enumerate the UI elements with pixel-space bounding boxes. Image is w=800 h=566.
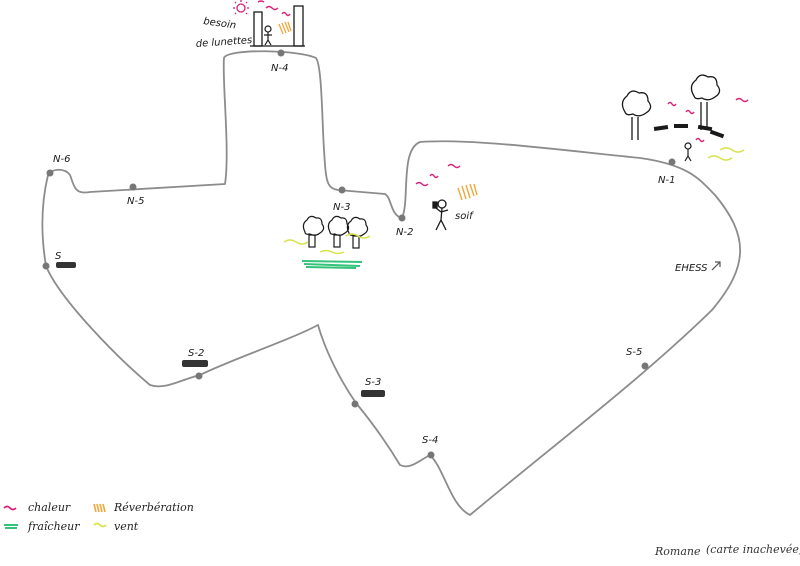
stop-n6-dot	[46, 169, 54, 177]
scribble-s3	[361, 390, 385, 397]
wind-marks-n3	[283, 233, 371, 255]
stop-s2-label: S-2	[188, 348, 204, 359]
scribble-s1	[56, 262, 76, 268]
stop-n4-dot	[277, 49, 285, 57]
legend-reverb-label: Réverbération	[113, 501, 194, 514]
sun-icon	[233, 0, 249, 15]
stop-n4-label: N-4	[271, 63, 288, 74]
stop-n1-dot	[668, 158, 676, 166]
stop-s5-label: S-5	[626, 347, 642, 358]
stop-n3-dot	[338, 186, 346, 194]
benches-icon	[653, 124, 725, 139]
legend-heat-swatch	[3, 505, 17, 511]
heat-marks-n2	[415, 163, 461, 187]
stop-n2-dot	[398, 214, 406, 222]
stop-n3-label: N-3	[333, 202, 350, 213]
stop-dots	[42, 49, 676, 459]
buildings-icon	[250, 5, 305, 47]
reverb-marks-n2	[457, 183, 478, 201]
legend-reverb-swatch	[93, 503, 106, 513]
legend-wind-label: vent	[114, 520, 139, 533]
heat-marks-n4	[257, 0, 291, 17]
stop-s1-dot	[42, 262, 50, 270]
legend-wind-swatch	[93, 522, 107, 528]
stop-s3-label: S-3	[365, 377, 381, 388]
besoin-line1: besoin	[203, 16, 237, 31]
route-path	[41, 50, 742, 516]
stop-s5-dot	[641, 362, 649, 370]
stop-n5-label: N-5	[127, 196, 144, 207]
legend: chaleur Réverbération fraîcheur vent	[3, 501, 194, 533]
thirsty-person-icon	[432, 199, 449, 231]
stop-n1-label: N-1	[658, 175, 675, 186]
wind-marks-n1	[707, 147, 745, 161]
stop-s4-dot	[427, 451, 435, 459]
legend-fresh-label: fraîcheur	[27, 520, 80, 533]
signature-note: (carte inachevée)	[706, 543, 800, 556]
reverb-marks-n4	[278, 21, 292, 35]
stop-n6-label: N-6	[53, 154, 70, 165]
stop-s1-label: S	[55, 251, 62, 262]
legend-fresh-swatch	[4, 524, 18, 529]
legend-heat-label: chaleur	[28, 501, 71, 514]
stop-n5-dot	[129, 183, 137, 191]
signature-name: Romane	[654, 545, 701, 558]
besoin-line2: de lunettes	[195, 35, 252, 50]
stop-s3-dot	[351, 400, 359, 408]
person-icon	[264, 25, 272, 46]
big-trees-icon	[621, 74, 721, 140]
stop-s4-label: S-4	[422, 435, 438, 446]
stop-n2-label: N-2	[396, 227, 413, 238]
arrow-icon	[711, 261, 721, 271]
fresh-marks-n3	[301, 260, 363, 269]
scribble-s2	[182, 360, 208, 367]
soif-label: soif	[455, 211, 474, 222]
stop-s2-dot	[195, 372, 203, 380]
n1-person-icon	[684, 142, 692, 162]
heat-marks-n1	[667, 97, 749, 143]
trees-icon	[302, 215, 369, 249]
ehess-label: EHESS	[675, 263, 708, 274]
